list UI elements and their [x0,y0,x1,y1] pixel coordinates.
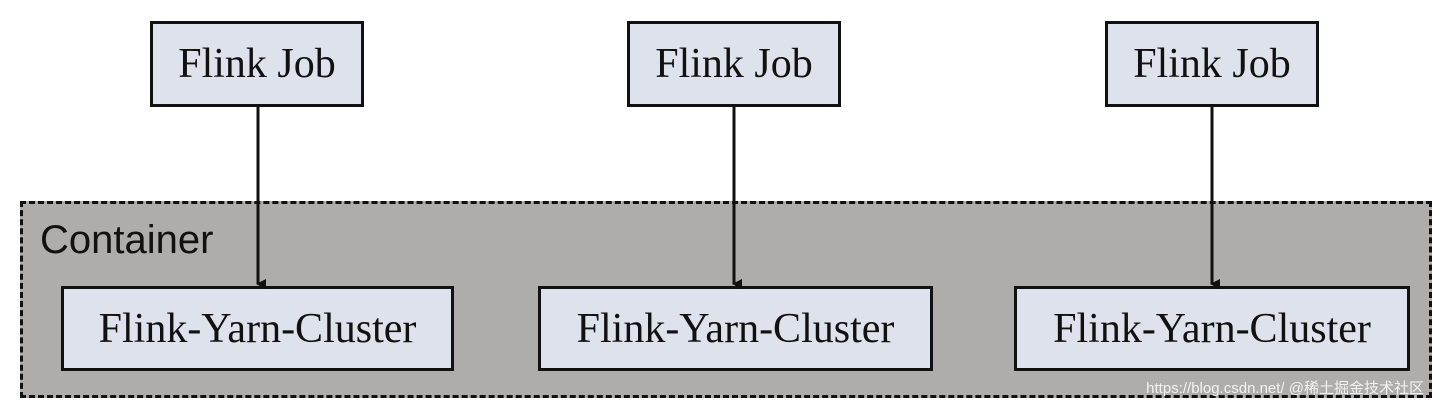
flink-yarn-cluster-box-3: Flink-Yarn-Cluster [1014,286,1410,371]
flink-job-box-1: Flink Job [150,21,364,107]
watermark-text: https://blog.csdn.net/ @稀土掘金技术社区 [1146,380,1424,397]
flink-yarn-cluster-box-1: Flink-Yarn-Cluster [61,286,454,371]
flink-job-box-3: Flink Job [1105,21,1319,107]
flink-yarn-cluster-box-2: Flink-Yarn-Cluster [538,286,933,371]
flink-job-box-2: Flink Job [627,21,841,107]
container-label: Container [40,218,214,262]
